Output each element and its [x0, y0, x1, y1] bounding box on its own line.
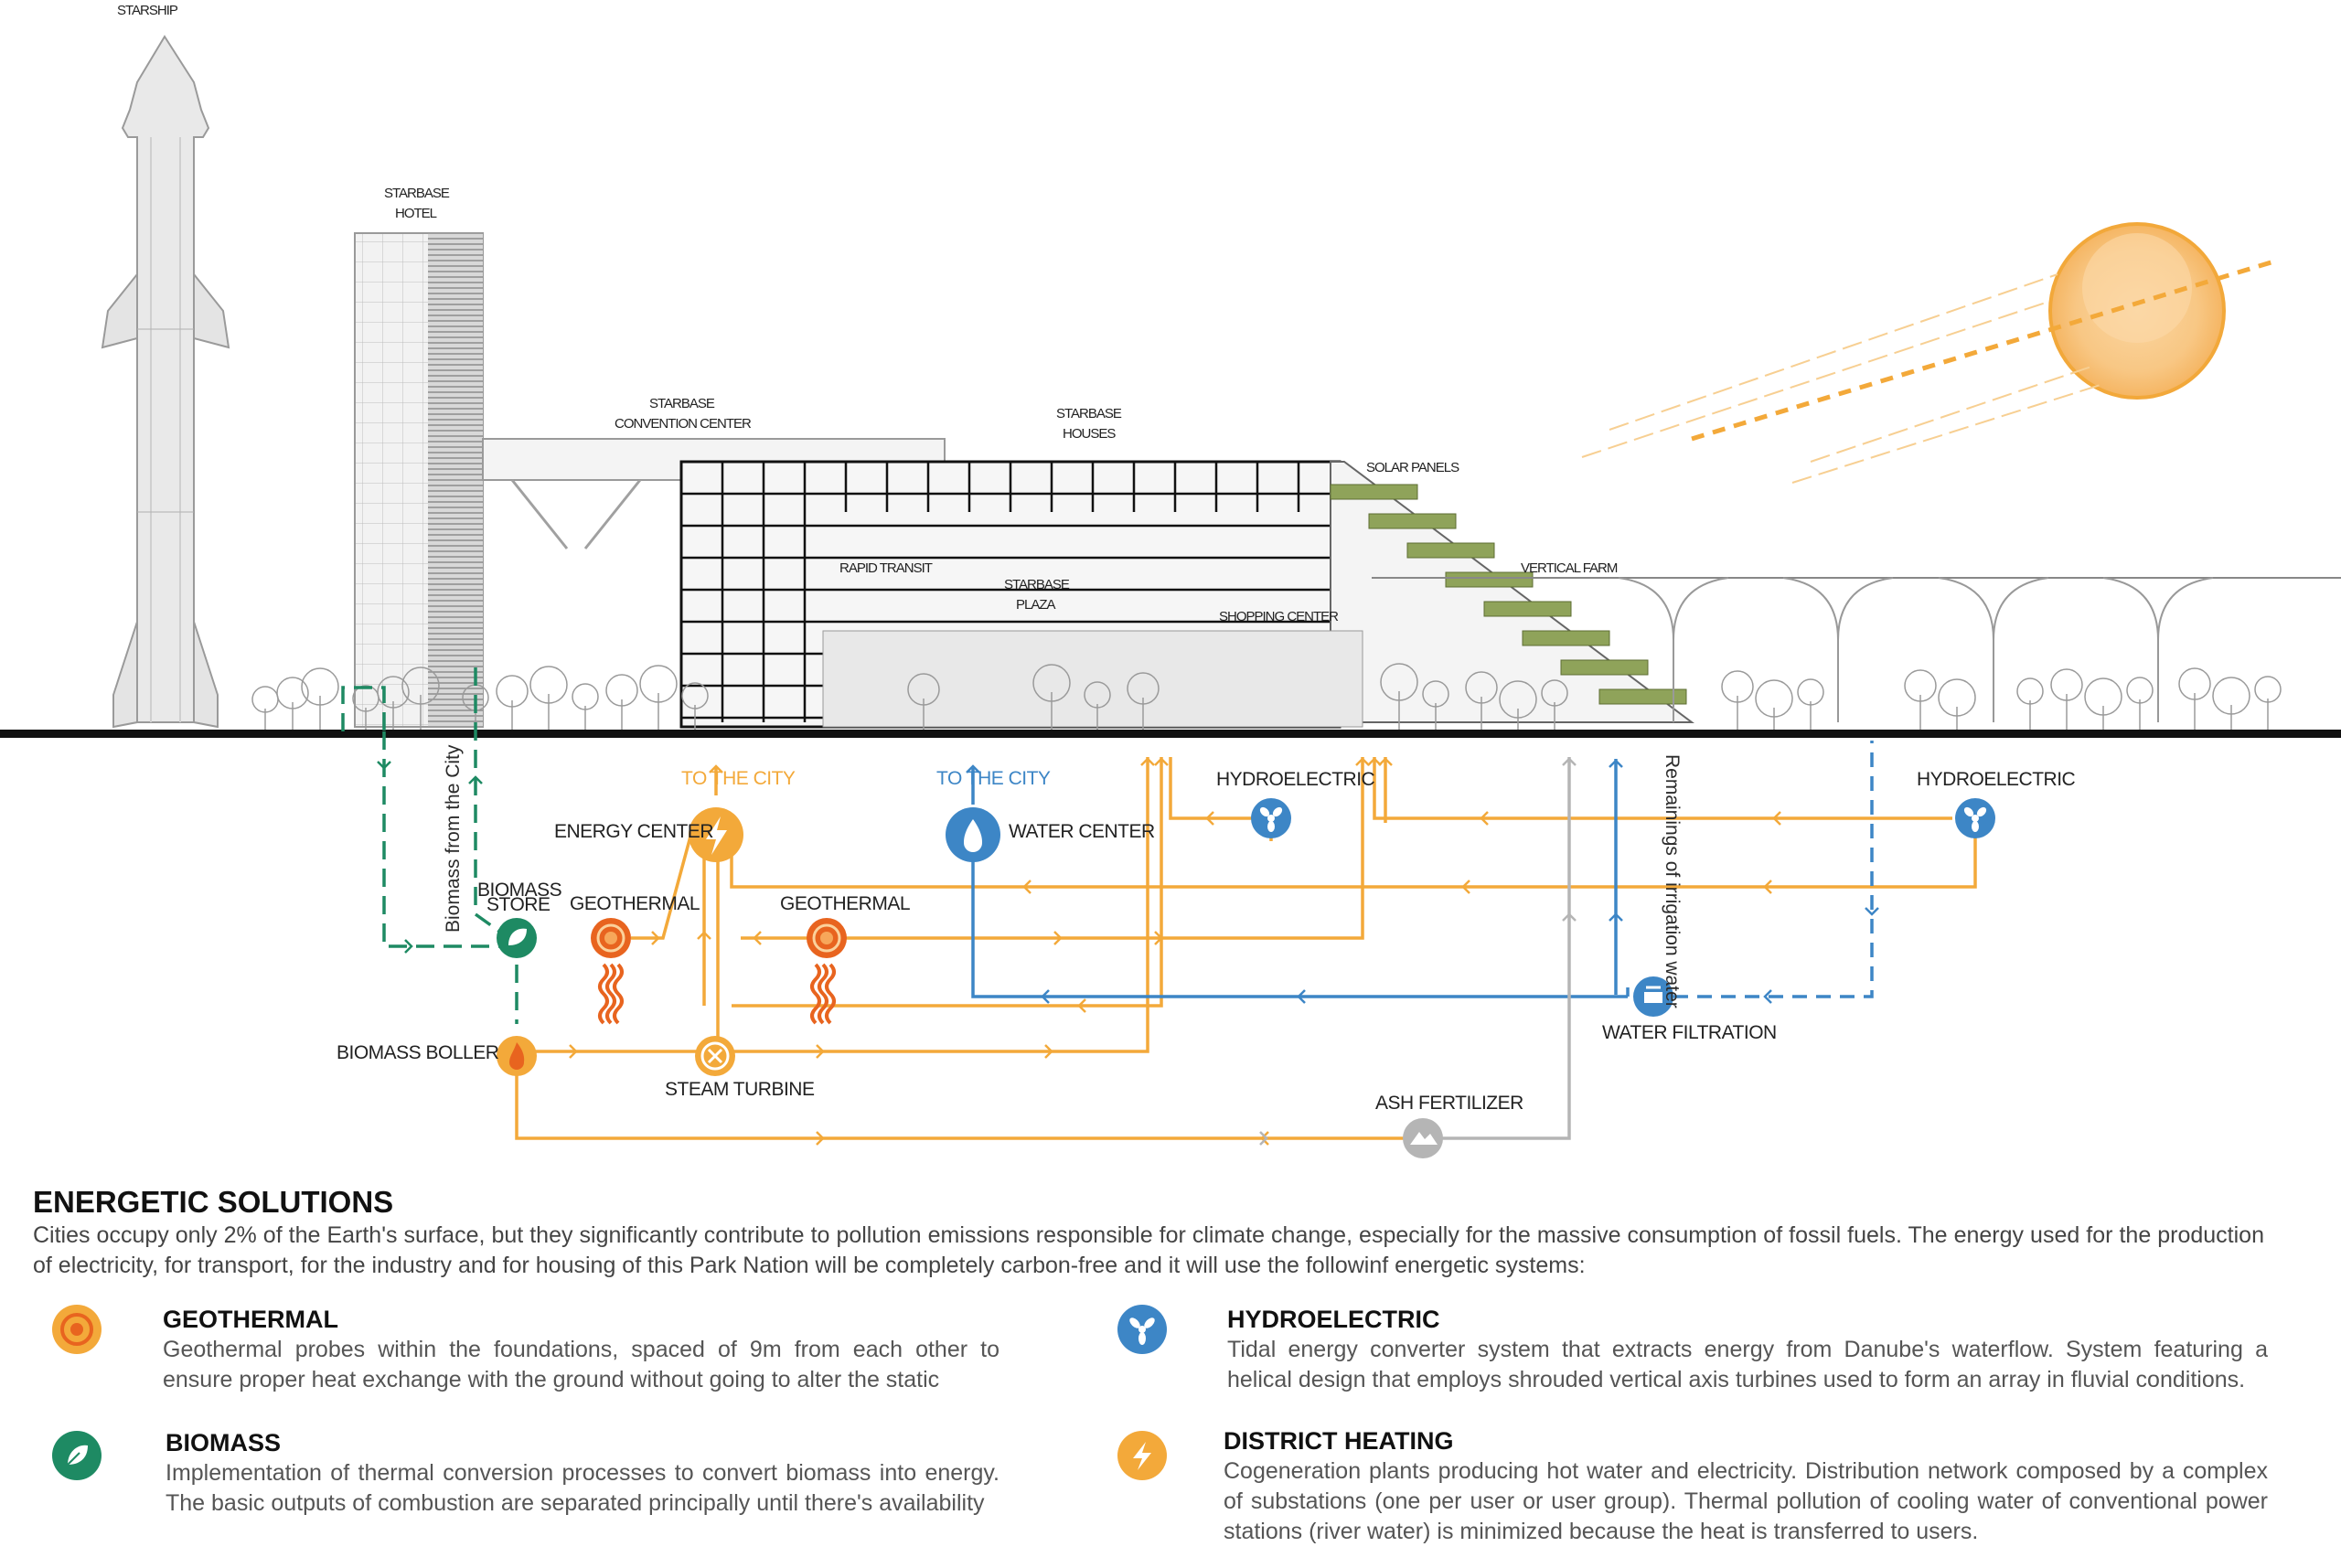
solution-text: Tidal energy converter system that extra… [1227, 1337, 2268, 1392]
solution-text: Geothermal probes within the foundations… [163, 1337, 999, 1392]
geothermal-node-1[interactable] [591, 918, 631, 958]
label-to-city-energy: TO THE CITY [681, 768, 796, 789]
label-to-city-water: TO THE CITY [936, 768, 1051, 789]
houses-building [679, 460, 1694, 729]
viaduct [1372, 577, 2341, 722]
label-convention-1: STARBASE [649, 396, 715, 411]
label-biomass-boiler: BIOMASS BOLLER [337, 1042, 499, 1063]
label-ash-fertilizer: ASH FERTILIZER [1375, 1093, 1523, 1114]
label-hydroelectric-2: HYDROELECTRIC [1917, 769, 2076, 790]
label-irrigation-water: Remainings of irrigation water [1662, 754, 1683, 1008]
label-solar-panels: SOLAR PANELS [1366, 460, 1459, 475]
water-center-node[interactable] [946, 807, 1000, 862]
geothermal-waves-1 [598, 963, 624, 1025]
label-rapid-transit: RAPID TRANSIT [839, 560, 933, 576]
label-vertical-farm: VERTICAL FARM [1521, 560, 1618, 576]
solution-text: Cogeneration plants producing hot water … [1224, 1458, 2268, 1544]
label-houses-1: STARBASE [1056, 406, 1122, 421]
solution-title: HYDROELECTRIC [1227, 1306, 1440, 1333]
label-hotel-1: STARBASE [384, 186, 450, 201]
lightning-icon [1117, 1431, 1167, 1480]
geothermal-node-2[interactable] [807, 918, 847, 958]
label-water-center: WATER CENTER [1009, 821, 1155, 842]
label-houses-2: HOUSES [1063, 426, 1116, 442]
label-hotel-2: HOTEL [395, 206, 437, 221]
solution-title: DISTRICT HEATING [1224, 1427, 1454, 1455]
steam-turbine-node[interactable] [695, 1036, 735, 1076]
label-starship: STARSHIP [117, 3, 178, 18]
label-energy-center: ENERGY CENTER [554, 821, 713, 842]
label-biomass-store-1: BIOMASS [477, 880, 562, 901]
ash-fertilizer-node[interactable] [1403, 1118, 1443, 1158]
label-biomass-from-city: Biomass from the City [443, 744, 464, 933]
label-steam-turbine: STEAM TURBINE [665, 1079, 815, 1100]
label-plaza-1: STARBASE [1004, 577, 1070, 592]
hydroelectric-icon [1117, 1305, 1167, 1354]
label-hydroelectric-1: HYDROELECTRIC [1216, 769, 1375, 790]
label-convention-2: CONVENTION CENTER [615, 416, 752, 432]
sun-illustration [1581, 222, 2278, 484]
hydroelectric-node-1[interactable] [1251, 798, 1291, 838]
label-biomass-store-2: STORE [486, 894, 551, 915]
geothermal-waves-2 [810, 963, 836, 1025]
water-filtration-node[interactable] [1633, 976, 1673, 1017]
energy-center-node[interactable] [689, 807, 743, 862]
geothermal-icon [52, 1305, 102, 1354]
biomass-store-node[interactable] [497, 918, 537, 958]
ground-line [0, 730, 2341, 738]
label-plaza-2: PLAZA [1016, 597, 1056, 613]
biomass-boiler-node[interactable] [497, 1036, 537, 1076]
gray-flow-lines [1427, 757, 1571, 1140]
green-flow-lines [341, 667, 518, 1024]
section-title: ENERGETIC SOLUTIONS [33, 1185, 394, 1219]
blue-flow-lines [971, 741, 1874, 998]
solution-text: Implementation of thermal conversion pro… [166, 1460, 999, 1516]
label-shopping-center: SHOPPING CENTER [1219, 609, 1339, 624]
label-water-filtration: WATER FILTRATION [1602, 1022, 1777, 1043]
energy-section-diagram [0, 35, 2341, 1158]
hotel-tower [354, 232, 484, 728]
label-geothermal-1: GEOTHERMAL [570, 893, 700, 914]
starship-illustration [101, 35, 230, 729]
section-intro: Cities occupy only 2% of the Earth's sur… [33, 1222, 2264, 1278]
leaf-icon [52, 1431, 102, 1480]
solution-title: GEOTHERMAL [163, 1306, 338, 1333]
hydroelectric-node-2[interactable] [1955, 798, 1995, 838]
trees [251, 663, 2282, 730]
label-geothermal-2: GEOTHERMAL [780, 893, 911, 914]
solution-title: BIOMASS [166, 1429, 282, 1456]
